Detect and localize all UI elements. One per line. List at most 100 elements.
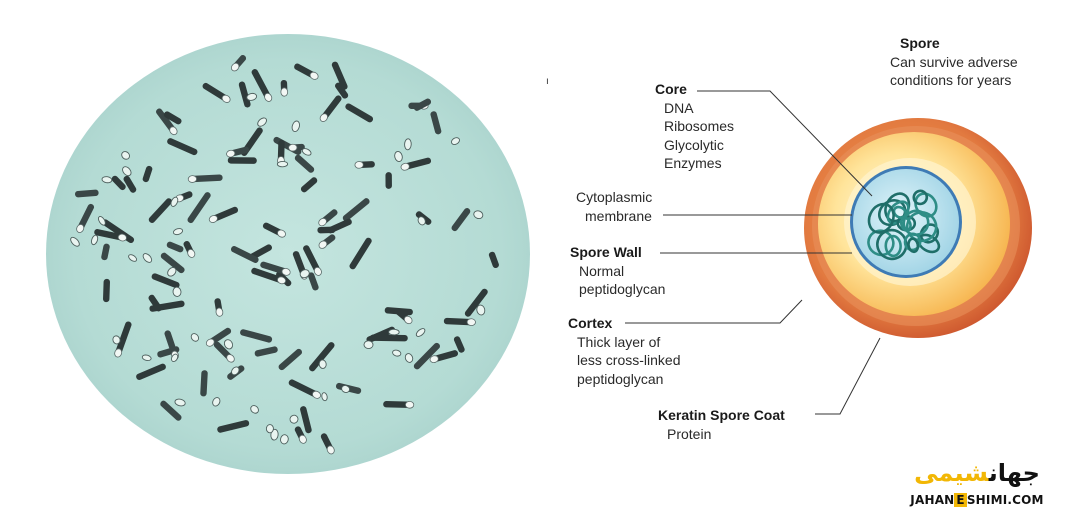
bacterium-rod	[254, 346, 278, 357]
label-core-line: Ribosomes	[664, 118, 735, 134]
endospore	[288, 143, 298, 152]
label-core: Core DNA Ribosomes Glycolytic Enzymes	[655, 80, 734, 173]
free-spore	[172, 286, 182, 297]
free-spore	[172, 228, 184, 236]
bacterium-rod	[309, 342, 335, 372]
endospore	[76, 224, 85, 233]
free-spore	[171, 353, 179, 362]
bacterium-rod	[320, 433, 335, 455]
free-spore	[101, 176, 113, 184]
free-spore	[91, 234, 99, 246]
free-spore	[321, 392, 328, 402]
free-spore	[112, 335, 121, 345]
bacterium-rod	[200, 370, 208, 397]
bacterium-rod	[74, 189, 99, 198]
endospore	[230, 62, 240, 72]
dna-coil-icon	[867, 189, 941, 261]
bacterium-rod	[123, 175, 137, 193]
free-spore	[142, 253, 153, 263]
endospore	[281, 267, 291, 276]
free-spore	[276, 160, 289, 168]
bacterium-rod	[213, 341, 235, 363]
endospore	[400, 162, 410, 171]
bacterium-rod	[183, 240, 196, 258]
bacterium-rod	[205, 327, 232, 347]
free-spore	[291, 120, 300, 133]
bacterium-rod	[349, 237, 372, 270]
bacterium-rod	[385, 172, 392, 189]
free-spore	[223, 339, 234, 350]
endospore	[309, 71, 319, 80]
bacterium-rod	[327, 218, 352, 234]
bacterium-rod	[280, 79, 289, 97]
bacterium-rod	[300, 406, 312, 434]
bacterium-rod	[318, 234, 336, 249]
bacterium-rod	[307, 272, 319, 291]
dna-loop	[912, 189, 929, 206]
bacterium-rod	[202, 82, 231, 103]
free-spore	[231, 366, 240, 376]
bacterium-rod	[76, 203, 95, 233]
endospore	[312, 390, 321, 399]
bacterium-rod	[345, 103, 374, 123]
endospore	[277, 229, 286, 238]
endospore	[169, 126, 178, 136]
logo-persian-part1: جهان	[988, 459, 1040, 487]
bacterium-rod	[163, 111, 182, 125]
free-spore	[301, 148, 312, 156]
free-spore	[170, 196, 179, 207]
free-spore	[280, 434, 289, 445]
endospore	[466, 318, 476, 326]
bacterium-rod	[303, 245, 322, 276]
free-spore	[98, 216, 106, 226]
logo-latin-before: JAHAN	[910, 493, 955, 507]
label-cortex: Cortex Thick layer of less cross-linked …	[568, 314, 680, 388]
label-wall-line: Normal	[579, 262, 625, 279]
endospore	[318, 217, 327, 227]
endospore	[429, 355, 439, 364]
label-spore: Spore Can survive adverse conditions for…	[890, 34, 1018, 90]
free-spore	[341, 385, 351, 393]
endospore	[187, 248, 196, 258]
free-spore	[473, 210, 484, 220]
bacterium-rod	[430, 111, 442, 135]
bacterium-rod	[148, 198, 173, 223]
free-spore	[190, 333, 200, 342]
bacterium-rod	[136, 363, 166, 381]
bacterium-rod	[413, 342, 440, 370]
label-cortex-head: Cortex	[568, 315, 613, 331]
free-spore	[392, 349, 402, 357]
label-spore-line: conditions for years	[890, 72, 1012, 88]
bacterium-rod	[111, 175, 126, 191]
bacterium-rod	[208, 206, 239, 223]
label-spore-head: Spore	[900, 35, 940, 51]
endospore	[277, 276, 287, 285]
spore-cross-section	[804, 118, 1032, 338]
bacterium-rod	[331, 61, 348, 90]
cortex-leader	[625, 299, 803, 324]
bacterium-rod	[227, 157, 257, 164]
dna-loop	[907, 237, 920, 254]
bacterium-rod	[319, 95, 342, 122]
dna-loop	[867, 202, 895, 234]
logo-latin-after: SHIMI.COM	[966, 493, 1044, 507]
bacterium-rod	[251, 69, 273, 102]
bacterium-rod	[294, 154, 315, 173]
free-spore	[476, 304, 486, 316]
free-spore	[363, 340, 374, 350]
bacterium-rod	[288, 143, 305, 152]
endospore	[208, 215, 218, 223]
free-spore	[451, 137, 460, 145]
endospore	[226, 149, 236, 158]
cytoplasmic-membrane	[853, 169, 959, 275]
bacterium-rod	[251, 267, 287, 285]
bacterium-rod	[318, 209, 338, 227]
label-spore-wall: Spore Wall Normal peptidoglycan	[570, 243, 665, 299]
bacterium-rod	[335, 82, 349, 99]
label-cyto-line: Cytoplasmic	[576, 189, 653, 205]
endospore	[114, 348, 123, 358]
endospore	[221, 94, 231, 103]
bacterium-rod	[103, 278, 110, 303]
